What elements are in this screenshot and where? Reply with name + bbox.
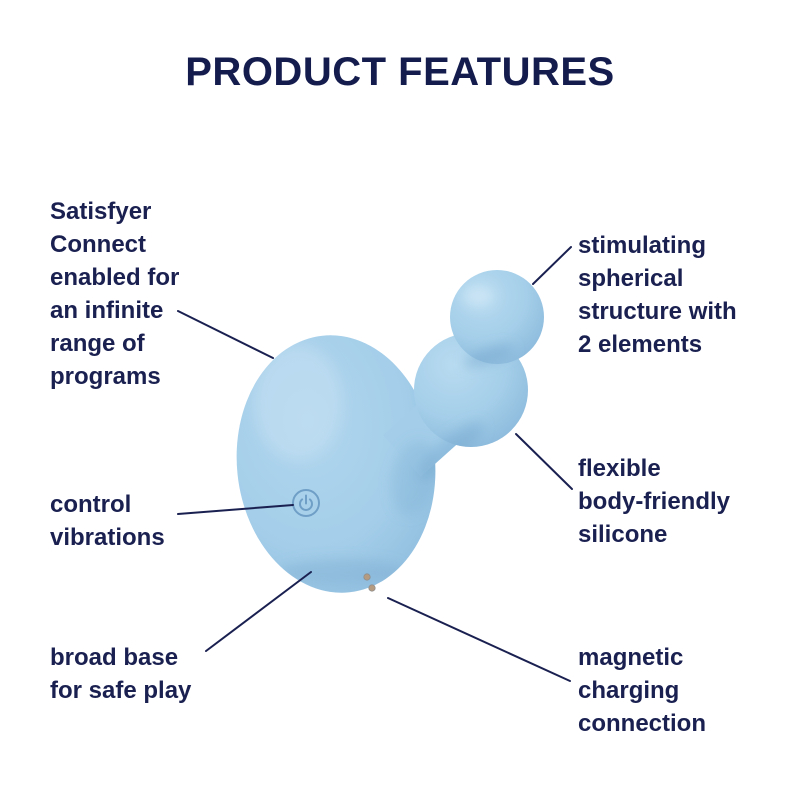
callout-magnetic-charging-label: magnetic charging connection bbox=[578, 644, 707, 737]
charging-contacts-icon bbox=[363, 573, 376, 592]
callout-line-control bbox=[177, 504, 294, 515]
callout-line-flexible bbox=[515, 433, 573, 490]
callout-line-stimulating bbox=[532, 246, 572, 285]
callout-stimulating-label: stimulating spherical structure with 2 e… bbox=[578, 232, 737, 358]
page-title: PRODUCT FEATURES bbox=[185, 50, 615, 94]
callout-satisfyer-connect-label: Satisfyer Connect enabled for an infinit… bbox=[50, 198, 180, 390]
callout-line-satisfyer-connect bbox=[177, 310, 274, 359]
callout-line-broad-base bbox=[205, 571, 312, 652]
callout-control-vibrations-label: control vibrations bbox=[50, 491, 165, 551]
callout-line-magnetic bbox=[387, 597, 571, 682]
callout-flexible-silicone-label: flexible body-friendly silicone bbox=[578, 455, 731, 548]
callout-broad-base-label: broad base for safe play bbox=[50, 644, 192, 704]
product-body bbox=[236, 270, 544, 593]
power-button-icon bbox=[292, 489, 320, 517]
callout-lines bbox=[177, 246, 573, 682]
